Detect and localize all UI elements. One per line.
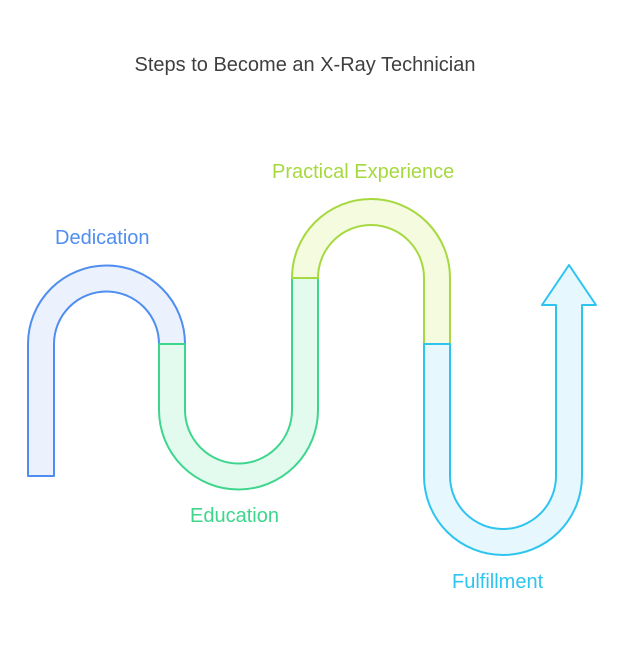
dedication-segment [27, 264, 186, 477]
diagram-title: Steps to Become an X-Ray Technician [134, 54, 476, 76]
step-label-dedication: Dedication [55, 227, 150, 249]
fulfillment-segment [423, 264, 597, 556]
practical-experience-segment [291, 198, 451, 345]
step-label-education: Education [190, 505, 279, 527]
step-label-fulfillment: Fulfillment [452, 571, 544, 593]
step-label-practical-experience: Practical Experience [272, 161, 455, 183]
education-segment [158, 277, 319, 491]
